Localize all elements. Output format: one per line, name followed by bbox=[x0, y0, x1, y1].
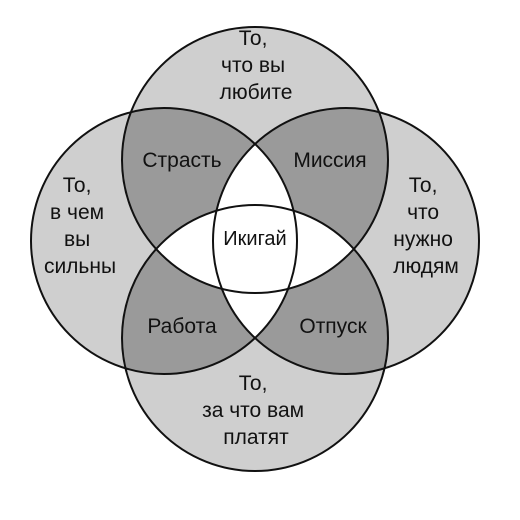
circle-bottom-line-2: за что вам bbox=[202, 399, 304, 422]
circle-right-line-2: что bbox=[407, 201, 439, 224]
circle-top-line-1: То, bbox=[239, 27, 268, 50]
circle-left-outline bbox=[30, 107, 298, 375]
circle-right-label: То, что нужно людям bbox=[393, 174, 459, 278]
circle-bottom-label: То, за что вам платят bbox=[202, 372, 310, 449]
overlap-vocation-label: Отпуск bbox=[299, 315, 367, 338]
overlap-mission-label: Миссия bbox=[293, 149, 366, 172]
circle-left-label: То, в чем вы сильны bbox=[44, 174, 116, 278]
circle-right-outline bbox=[212, 107, 480, 375]
overlap-profession-label: Работа bbox=[147, 315, 217, 338]
circle-top-label: То, что вы любите bbox=[220, 27, 293, 104]
circle-bottom-line-1: То, bbox=[239, 372, 268, 395]
circle-bottom-outline bbox=[121, 204, 389, 472]
circle-left-line-1: То, bbox=[63, 174, 92, 197]
circle-right-line-3: нужно bbox=[393, 228, 453, 251]
circle-right-line-4: людям bbox=[393, 255, 459, 278]
circle-right-line-1: То, bbox=[409, 174, 438, 197]
circle-top-outline bbox=[121, 26, 389, 294]
overlap-passion-label: Страсть bbox=[142, 149, 221, 172]
circle-left-line-3: вы bbox=[64, 228, 90, 251]
circle-bottom-line-3: платят bbox=[223, 426, 289, 449]
circle-top-line-2: что вы bbox=[221, 54, 285, 77]
circle-left-line-4: сильны bbox=[44, 255, 116, 278]
center-label: Икигай bbox=[223, 228, 286, 250]
overlap-top-bottom-fill bbox=[122, 205, 388, 293]
circle-top-line-3: любите bbox=[220, 81, 293, 104]
circle-left-line-2: в чем bbox=[50, 201, 104, 224]
